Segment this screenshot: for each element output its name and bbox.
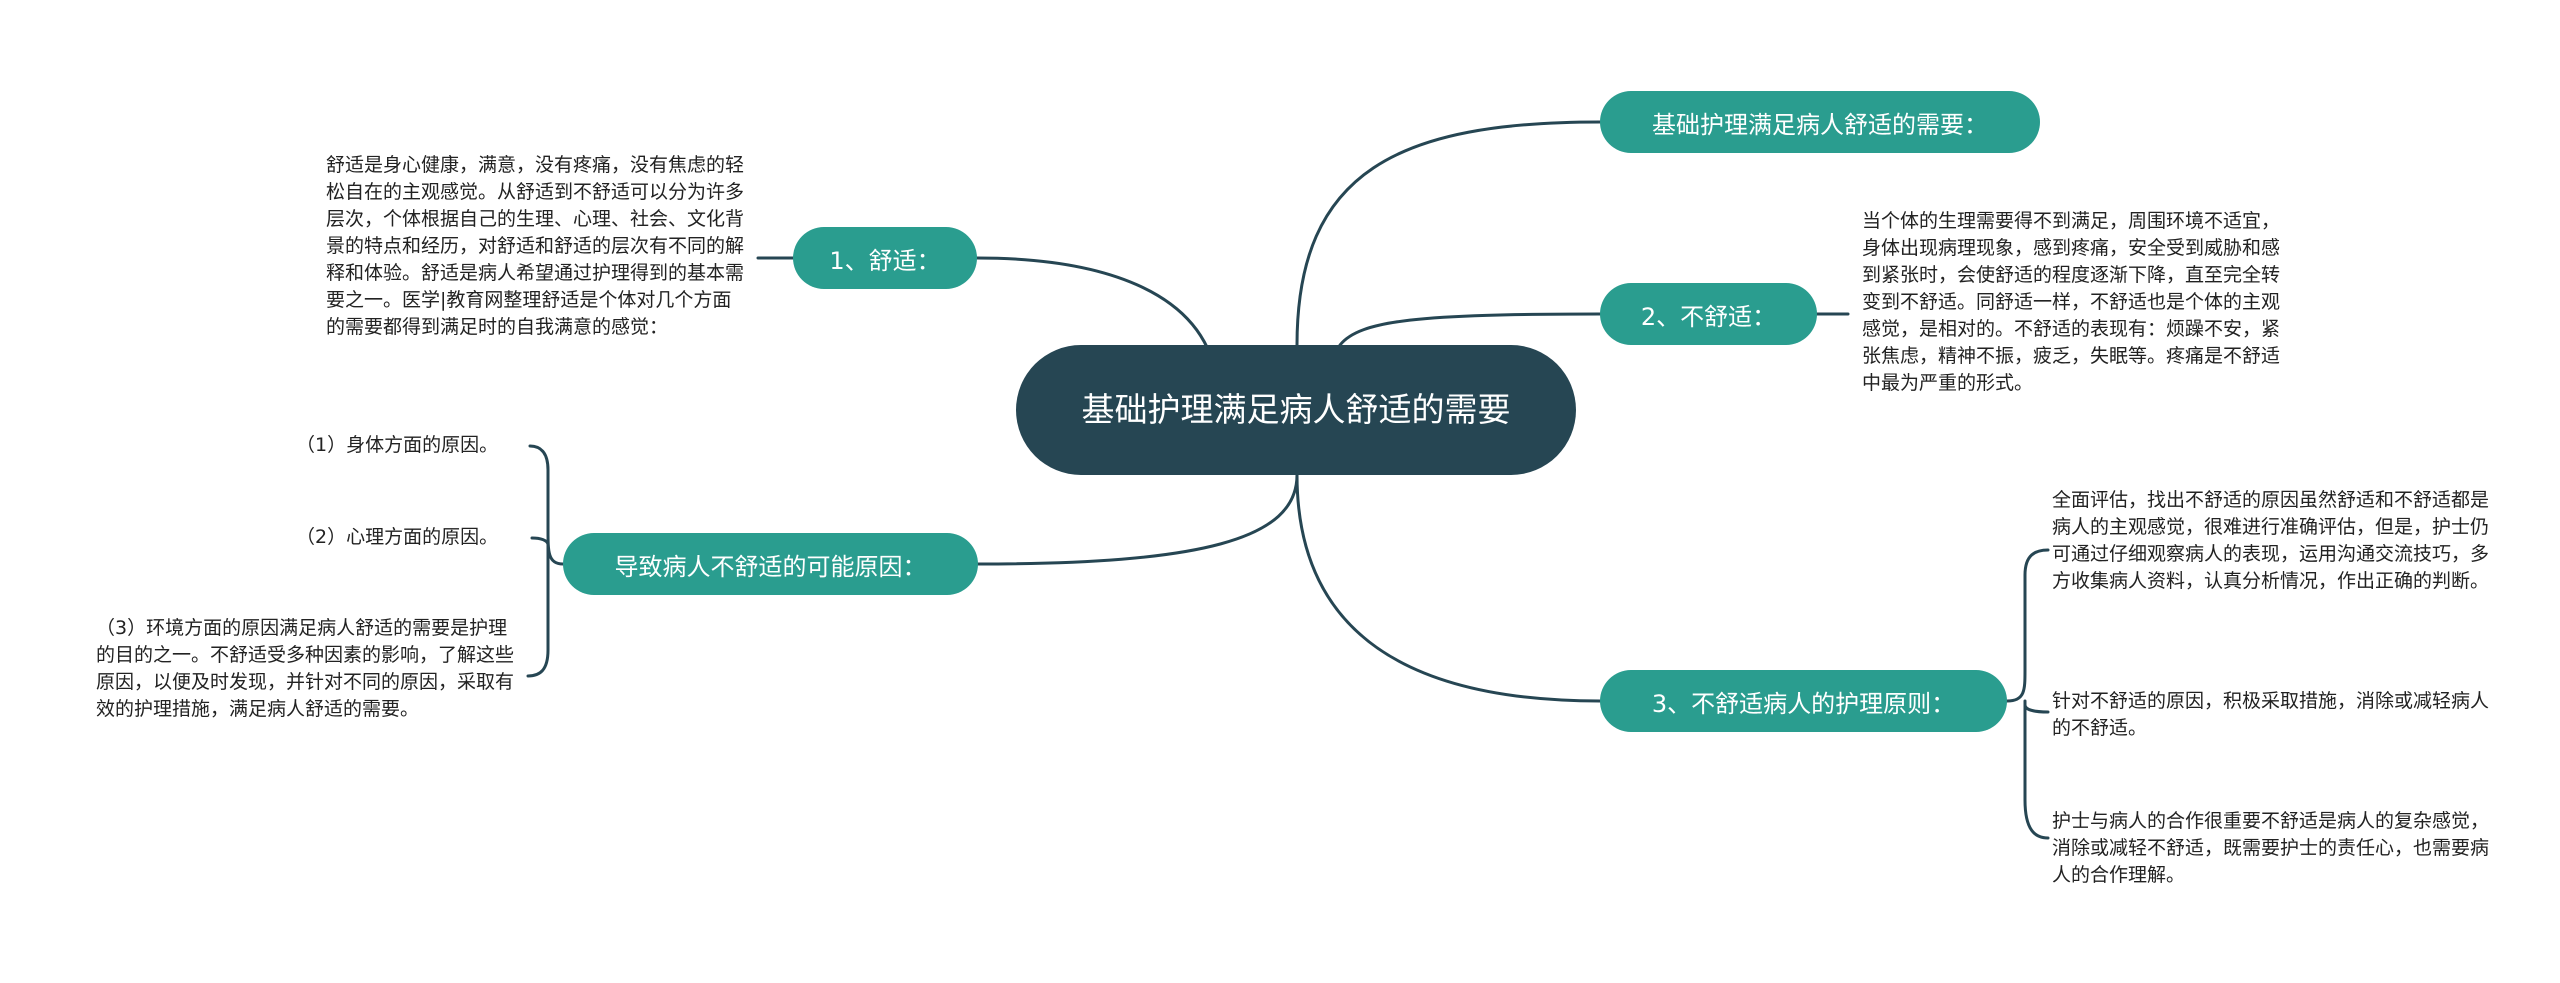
- principle-measures-text[interactable]: 针对不舒适的原因，积极采取措施，消除或减轻病人的不舒适。: [2052, 690, 2490, 739]
- principle-cooperation-text[interactable]: 护士与病人的合作很重要不舒适是病人的复杂感觉，消除或减轻不舒适，既需要护士的责任…: [2052, 810, 2490, 886]
- topic-discomfort[interactable]: 2、不舒适：: [1600, 283, 1817, 345]
- connector-root-principles: [1295, 473, 1602, 703]
- principle-assessment-text[interactable]: 全面评估，找出不舒适的原因虽然舒适和不舒适都是病人的主观感觉，很难进行准确评估，…: [2052, 489, 2490, 592]
- topic-discomfort-causes[interactable]: 导致病人不舒适的可能原因：: [563, 533, 978, 595]
- bracket-principles: [2005, 548, 2050, 840]
- cause-physical-text[interactable]: （1）身体方面的原因。: [296, 434, 499, 456]
- cause-environmental-text[interactable]: （3）环境方面的原因满足病人舒适的需要是护理的目的之一。不舒适受多种因素的影响，…: [96, 617, 515, 720]
- topic-comfort[interactable]: 1、舒适：: [793, 227, 977, 289]
- discomfort-detail-text[interactable]: 当个体的生理需要得不到满足，周围环境不适宜，身体出现病理现象，感到疼痛，安全受到…: [1862, 210, 2281, 394]
- topic-nursing-principles[interactable]: 3、不舒适病人的护理原则：: [1600, 670, 2007, 732]
- comfort-detail-text[interactable]: 舒适是身心健康，满意，没有疼痛，没有焦虑的轻松自在的主观感觉。从舒适到不舒适可以…: [326, 154, 745, 338]
- root-topic[interactable]: 基础护理满足病人舒适的需要: [1016, 345, 1576, 475]
- cause-psychological-text[interactable]: （2）心理方面的原因。: [296, 526, 499, 548]
- bracket-causes: [526, 444, 565, 678]
- connector-root-basic: [1295, 120, 1602, 347]
- connector-root-causes: [976, 473, 1299, 566]
- topic-basic-care-needs[interactable]: 基础护理满足病人舒适的需要：: [1600, 91, 2040, 153]
- connector-root-comfort: [975, 256, 1218, 377]
- connector-root-discomfort: [1338, 312, 1602, 347]
